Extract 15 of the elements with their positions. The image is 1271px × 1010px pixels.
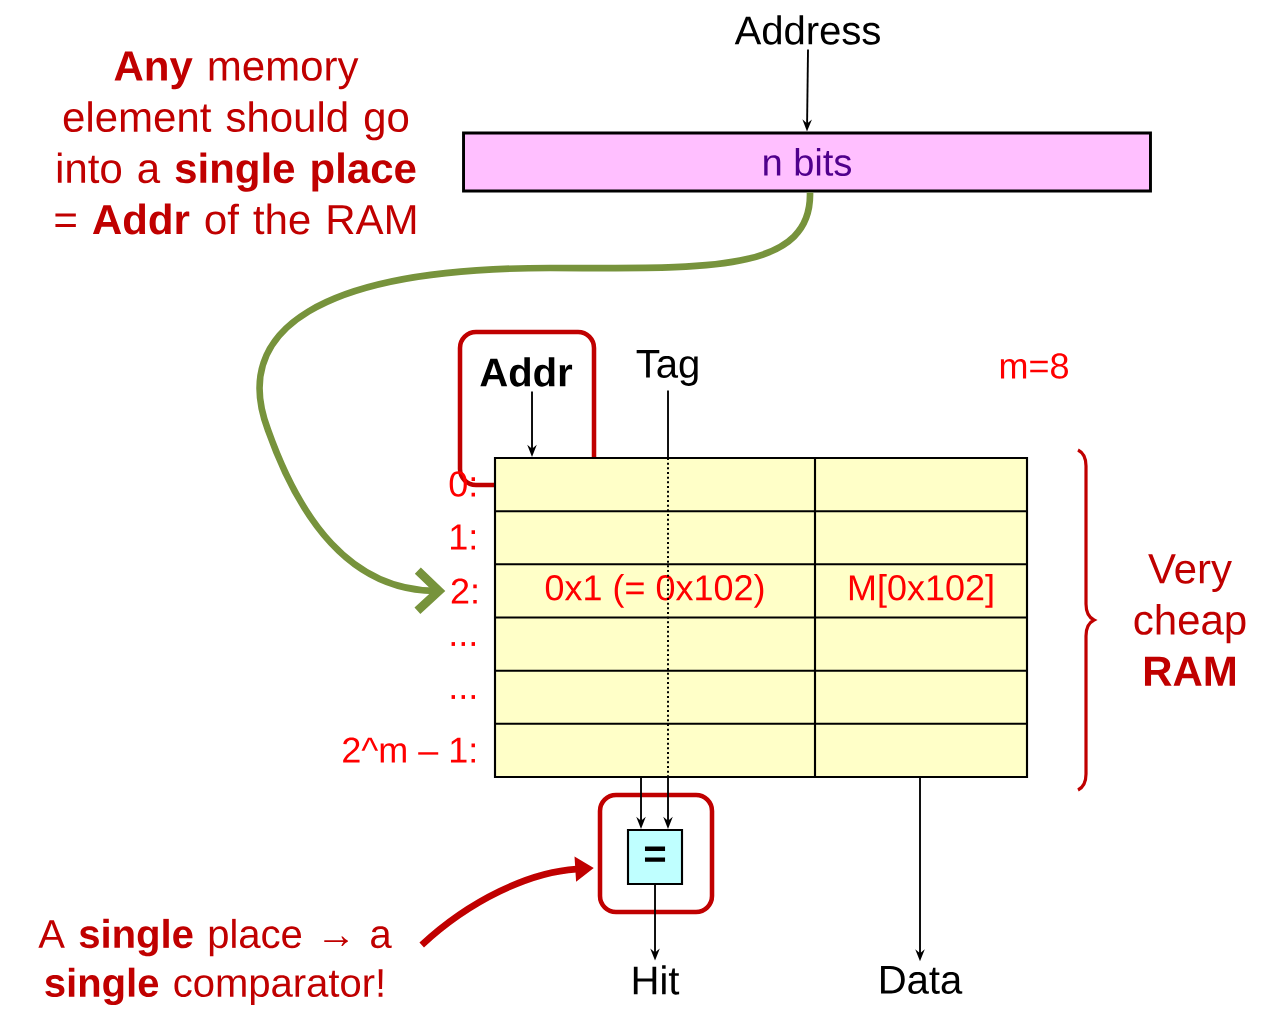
signal-label: Data: [881, 966, 963, 994]
row-label: 2:: [451, 578, 477, 604]
parameter-label: m=8: [1000, 353, 1068, 379]
signal-label: Hit: [633, 965, 680, 995]
arrow: [256, 192, 814, 614]
address-register: n bits: [462, 131, 1152, 193]
memory-table: 0x1 (= 0x102) M[0x102]: [493, 456, 1029, 779]
annotation-text: A single place → a single comparator!: [38, 918, 392, 1006]
column-label: Addr: [480, 357, 573, 387]
connector-line: [667, 389, 669, 458]
annotation-text: Any memory element should go into a single place = Addr of the RAM: [55, 51, 416, 235]
column-label: Tag: [636, 350, 698, 386]
comparator-box: =: [626, 828, 684, 886]
signal-label: Address: [734, 15, 880, 45]
annotation-text: Very cheap RAM: [1134, 554, 1246, 686]
